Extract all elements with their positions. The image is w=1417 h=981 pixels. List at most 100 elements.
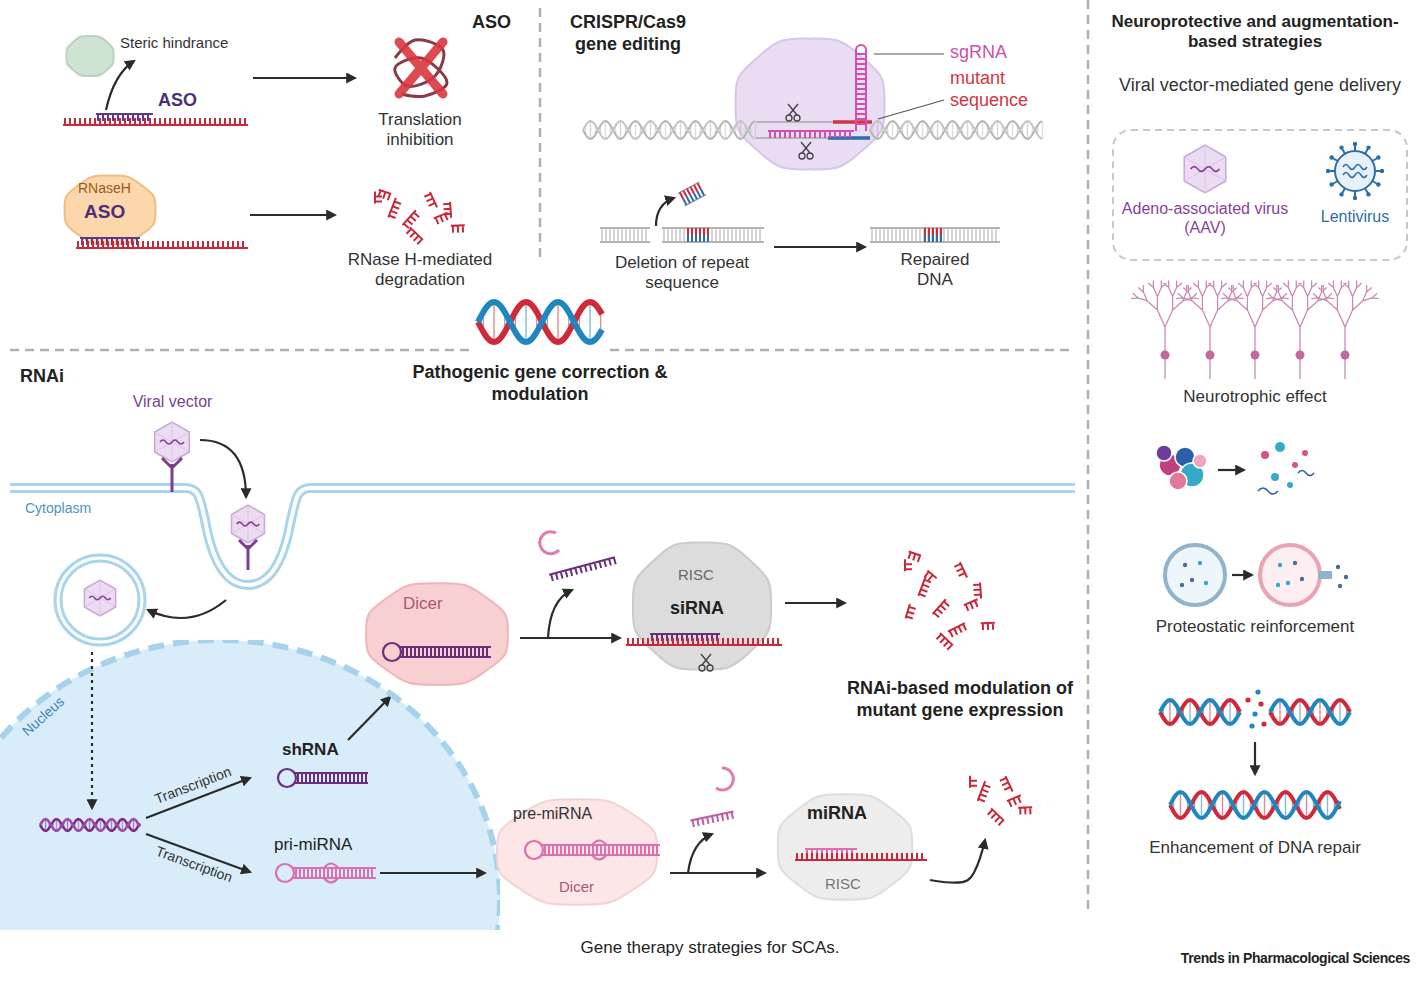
capsid — [84, 580, 115, 616]
hairpin-loop — [383, 643, 401, 661]
tangled-mrna — [395, 40, 447, 97]
risc-complex: miRNA RISC — [765, 783, 930, 911]
mirna-strand — [690, 811, 734, 827]
vesicle-cargo — [1276, 583, 1280, 587]
dna-ladder — [662, 228, 764, 242]
helix-strand — [583, 121, 755, 139]
viral-genome — [89, 596, 111, 600]
released-cargo — [1344, 575, 1348, 579]
section-heading: Neuroprotective and augmentation-based s… — [1099, 12, 1411, 53]
rna-fragment — [986, 808, 1004, 826]
rna-fragment-strand — [981, 623, 995, 630]
aav-vector: Adeno-associated virus (AAV) — [1120, 141, 1292, 253]
hairpin-loop — [276, 864, 294, 882]
node-label: Proteostatic reinforcement — [1140, 617, 1370, 637]
helix-strand — [1270, 700, 1350, 724]
capsid-facets — [84, 580, 115, 616]
rna-fragment-strand — [978, 781, 992, 803]
rna-fragment — [424, 192, 438, 210]
hairpin-loop — [525, 841, 543, 859]
helix-strand — [1270, 700, 1350, 724]
proteostasis-panel: Proteostatic reinforcement — [1140, 425, 1372, 670]
rna-fragment — [403, 210, 422, 230]
mirna-duplex — [690, 811, 734, 827]
genomic-dna — [40, 819, 140, 831]
passenger-loop — [716, 768, 733, 790]
rna-fragment — [388, 198, 402, 220]
rna-fragment — [906, 604, 917, 620]
helix-strand — [870, 121, 1042, 139]
flow-arrow — [930, 840, 985, 883]
rna-fragment — [1007, 795, 1024, 807]
dna-ladder — [600, 228, 650, 242]
pri-mirna: pri-miRNA — [268, 835, 380, 891]
rna-fragment-strand — [935, 633, 953, 651]
rna-fragment — [376, 190, 391, 201]
spike-tip — [1326, 169, 1330, 173]
outcome-icon: Translation inhibition — [355, 28, 487, 163]
scissors-grip — [786, 115, 792, 121]
node-sublabel: RISC — [825, 875, 861, 893]
process-arrow — [106, 61, 134, 110]
hairpin-bulge — [592, 841, 606, 860]
protein-blob — [65, 175, 156, 244]
section-heading: CRISPR/Cas9 gene editing — [558, 12, 698, 55]
viral-genome — [160, 440, 184, 444]
vesicle-cargo — [1286, 581, 1290, 585]
scissors — [788, 104, 798, 115]
aso-strand — [96, 114, 153, 121]
rna-fragment-strand — [906, 551, 921, 562]
rna-fragment-strand — [933, 599, 952, 619]
cleared-protein — [1275, 442, 1285, 452]
rna-fragment-strand — [986, 808, 1004, 826]
node-label: miRNA — [807, 803, 867, 825]
scissors-grip — [699, 665, 705, 671]
spike-tip — [1380, 169, 1384, 173]
rna-fragment — [935, 633, 953, 651]
dna-repair-panel: Enhancement of DNA repair — [1140, 680, 1372, 888]
flow-arrow — [520, 637, 620, 639]
helix-rungs — [42, 819, 137, 831]
envelope-spikes — [1329, 145, 1381, 197]
outcome-icon: RNase H-mediated degradation — [335, 182, 507, 300]
section-heading: Pathogenic gene correction & modulation — [410, 362, 670, 405]
vesicle-cargo — [1183, 563, 1187, 567]
scissors-grip — [794, 115, 800, 121]
repeat-top — [688, 228, 708, 235]
rna-fragment-strand — [970, 776, 977, 788]
rna-fragment-strand — [923, 570, 937, 583]
aav-vector-art — [1120, 141, 1290, 253]
neuron-dendrites — [1131, 281, 1379, 379]
rna-fragment — [964, 599, 981, 611]
node-label: Dicer — [403, 594, 443, 614]
dna-ladder — [870, 228, 1000, 242]
scissors-grip — [799, 153, 805, 159]
neuron-soma — [1161, 351, 1170, 360]
node-label: shRNA — [282, 740, 339, 760]
trafficking-arrow — [148, 600, 226, 618]
dicer-enzyme: pre-miRNADicer — [485, 788, 670, 913]
protein-blob — [633, 542, 771, 669]
viral-genome — [237, 522, 260, 526]
capsid — [155, 422, 190, 462]
spike-tip — [1339, 192, 1343, 196]
rna-strand — [626, 638, 782, 645]
flow-arrow — [380, 872, 485, 874]
spike-tip — [1353, 142, 1357, 146]
helix-strand — [40, 819, 140, 831]
rna-fragment-strand — [905, 559, 912, 571]
dna-break-debris — [1258, 701, 1263, 706]
dna-ladder — [678, 182, 706, 206]
vesicle-cargo — [1180, 583, 1184, 587]
released-cargo — [1338, 584, 1342, 588]
receptor — [162, 458, 182, 492]
lentivirus-vector: Lentivirus — [1305, 137, 1407, 237]
rna-fragment-strand — [376, 190, 391, 201]
rna-fragment-strand — [964, 599, 981, 611]
viral-genome — [1343, 165, 1367, 178]
helix-strand — [478, 302, 602, 342]
node-label: pre-miRNA — [513, 804, 592, 823]
spike-tip — [1353, 196, 1357, 200]
